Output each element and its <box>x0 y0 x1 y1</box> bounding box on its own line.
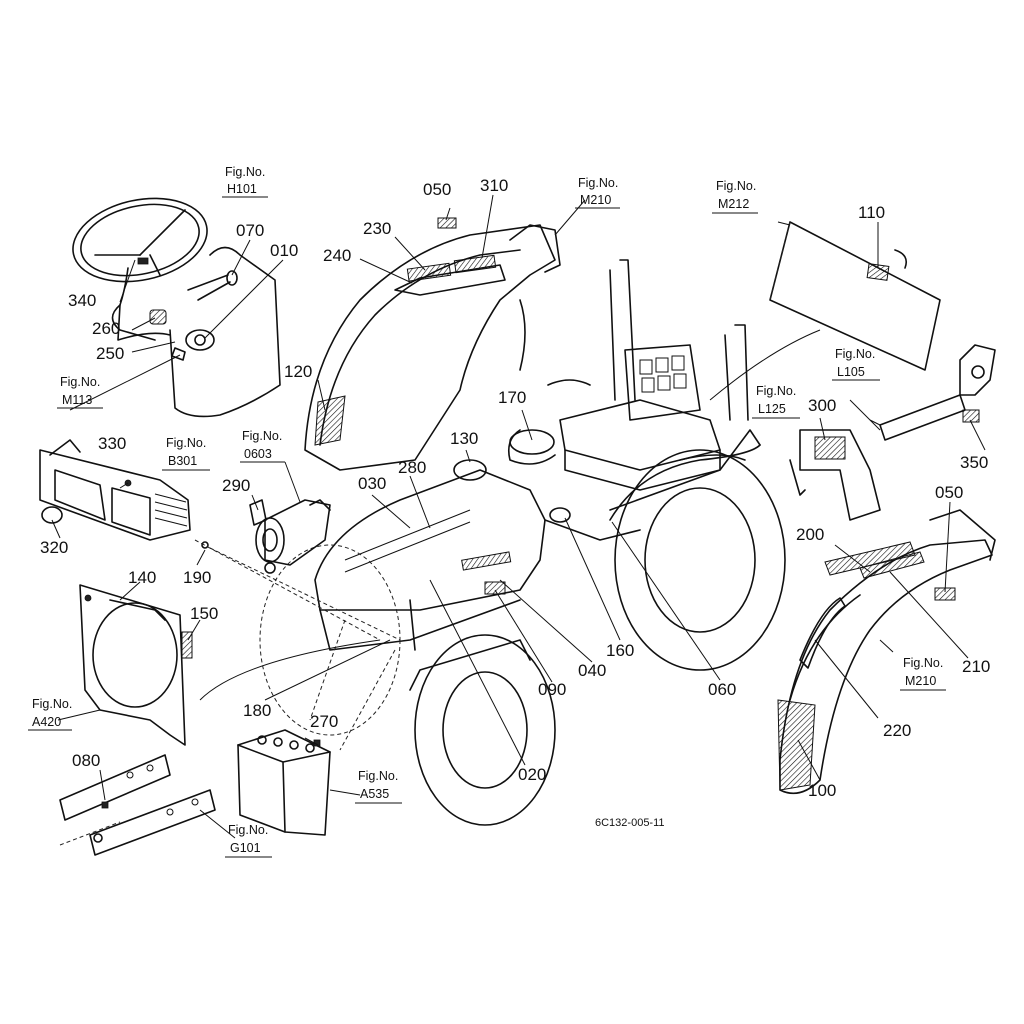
part-120: 120 <box>284 362 312 381</box>
part-070: 070 <box>236 221 264 240</box>
fig-ref-m113: Fig.No. M113 <box>57 375 103 409</box>
fig-ref-a420: Fig.No. A420 <box>28 697 72 731</box>
rear-bracket <box>879 344 996 441</box>
part-110: 110 <box>858 203 885 222</box>
bolt <box>201 541 401 641</box>
hood-assembly <box>304 217 561 471</box>
part-240: 240 <box>323 246 351 265</box>
center-bracket <box>789 429 881 521</box>
fig-ref-m210-right: Fig.No. M210 <box>900 656 946 691</box>
part-250: 250 <box>96 344 124 363</box>
part-030: 030 <box>358 474 386 493</box>
fig-ref-number: L105 <box>837 365 865 379</box>
part-050-top: 050 <box>423 180 451 199</box>
fig-ref-label: Fig.No. <box>358 769 398 783</box>
fig-ref-l125: Fig.No. L125 <box>752 384 800 419</box>
part-010: 010 <box>270 241 298 260</box>
part-020: 020 <box>518 765 546 784</box>
seat-cushion-grid <box>639 355 687 393</box>
fig-ref-label: Fig.No. <box>242 429 282 443</box>
part-060: 060 <box>708 680 736 699</box>
fig-ref-number: A420 <box>32 715 61 729</box>
part-270: 270 <box>310 712 338 731</box>
fig-ref-label: Fig.No. <box>716 179 756 193</box>
drawing-code: 6C132-005-11 <box>595 817 665 829</box>
part-100: 100 <box>808 781 836 800</box>
part-310: 310 <box>480 176 508 195</box>
fig-ref-label: Fig.No. <box>756 384 796 398</box>
fig-ref-g101: Fig.No. G101 <box>225 823 272 858</box>
part-numbers: 010 020 030 040 050 050 060 070 080 090 … <box>40 176 990 800</box>
part-290: 290 <box>222 476 250 495</box>
battery <box>237 729 331 836</box>
fig-ref-label: Fig.No. <box>903 656 943 670</box>
part-130: 130 <box>450 429 478 448</box>
part-280: 280 <box>398 458 426 477</box>
part-320: 320 <box>40 538 68 557</box>
fig-ref-label: Fig.No. <box>578 176 618 190</box>
part-050-right: 050 <box>935 483 963 502</box>
seat-and-rops <box>547 259 749 491</box>
fig-ref-number: H101 <box>227 182 257 196</box>
part-210: 210 <box>962 657 990 676</box>
part-340: 340 <box>68 291 96 310</box>
part-140: 140 <box>128 568 156 587</box>
fig-ref-label: Fig.No. <box>166 436 206 450</box>
air-cleaner <box>249 499 331 574</box>
right-fender <box>777 509 996 795</box>
fig-ref-label: Fig.No. <box>225 165 265 179</box>
fig-ref-l105: Fig.No. L105 <box>832 347 880 381</box>
fig-ref-m210-top: Fig.No. M210 <box>575 176 620 209</box>
tractor-body <box>314 429 761 651</box>
fig-ref-number: B301 <box>168 454 197 468</box>
part-230: 230 <box>363 219 391 238</box>
part-220: 220 <box>883 721 911 740</box>
part-150: 150 <box>190 604 218 623</box>
part-160: 160 <box>606 641 634 660</box>
wheels <box>259 449 786 826</box>
fig-ref-number: M113 <box>62 393 92 407</box>
leader-lines <box>51 194 986 839</box>
part-330: 330 <box>98 434 126 453</box>
fig-ref-number: L125 <box>758 402 786 416</box>
part-190: 190 <box>183 568 211 587</box>
figure-references: Fig.No. H101 Fig.No. M210 Fig.No. M212 F… <box>28 165 946 858</box>
radiator-shroud <box>79 584 193 746</box>
fig-ref-number: G101 <box>230 841 261 855</box>
fig-ref-label: Fig.No. <box>60 375 100 389</box>
fig-ref-number: M212 <box>718 197 749 211</box>
part-200: 200 <box>796 525 824 544</box>
part-040: 040 <box>578 661 606 680</box>
fig-ref-b301: Fig.No. B301 <box>162 436 210 471</box>
fig-ref-number: 0603 <box>244 447 272 461</box>
steering-column-assembly <box>72 197 281 418</box>
fig-ref-label: Fig.No. <box>835 347 875 361</box>
frame-rails <box>59 754 216 856</box>
part-080: 080 <box>72 751 100 770</box>
rear-panel <box>769 221 941 371</box>
fig-ref-number: M210 <box>580 193 611 207</box>
fig-ref-number: A535 <box>360 787 389 801</box>
fig-ref-a535: Fig.No. A535 <box>355 769 402 804</box>
part-300: 300 <box>808 396 836 415</box>
part-170: 170 <box>498 388 526 407</box>
fig-ref-label: Fig.No. <box>32 697 72 711</box>
part-350: 350 <box>960 453 988 472</box>
fig-ref-label: Fig.No. <box>228 823 268 837</box>
part-180: 180 <box>243 701 271 720</box>
front-grille <box>39 439 191 541</box>
fig-ref-m212: Fig.No. M212 <box>712 179 758 214</box>
part-090: 090 <box>538 680 566 699</box>
fig-ref-h101: Fig.No. H101 <box>222 165 268 198</box>
part-260: 260 <box>92 319 120 338</box>
fig-ref-number: M210 <box>905 674 936 688</box>
fig-ref-0603: Fig.No. 0603 <box>240 429 301 503</box>
